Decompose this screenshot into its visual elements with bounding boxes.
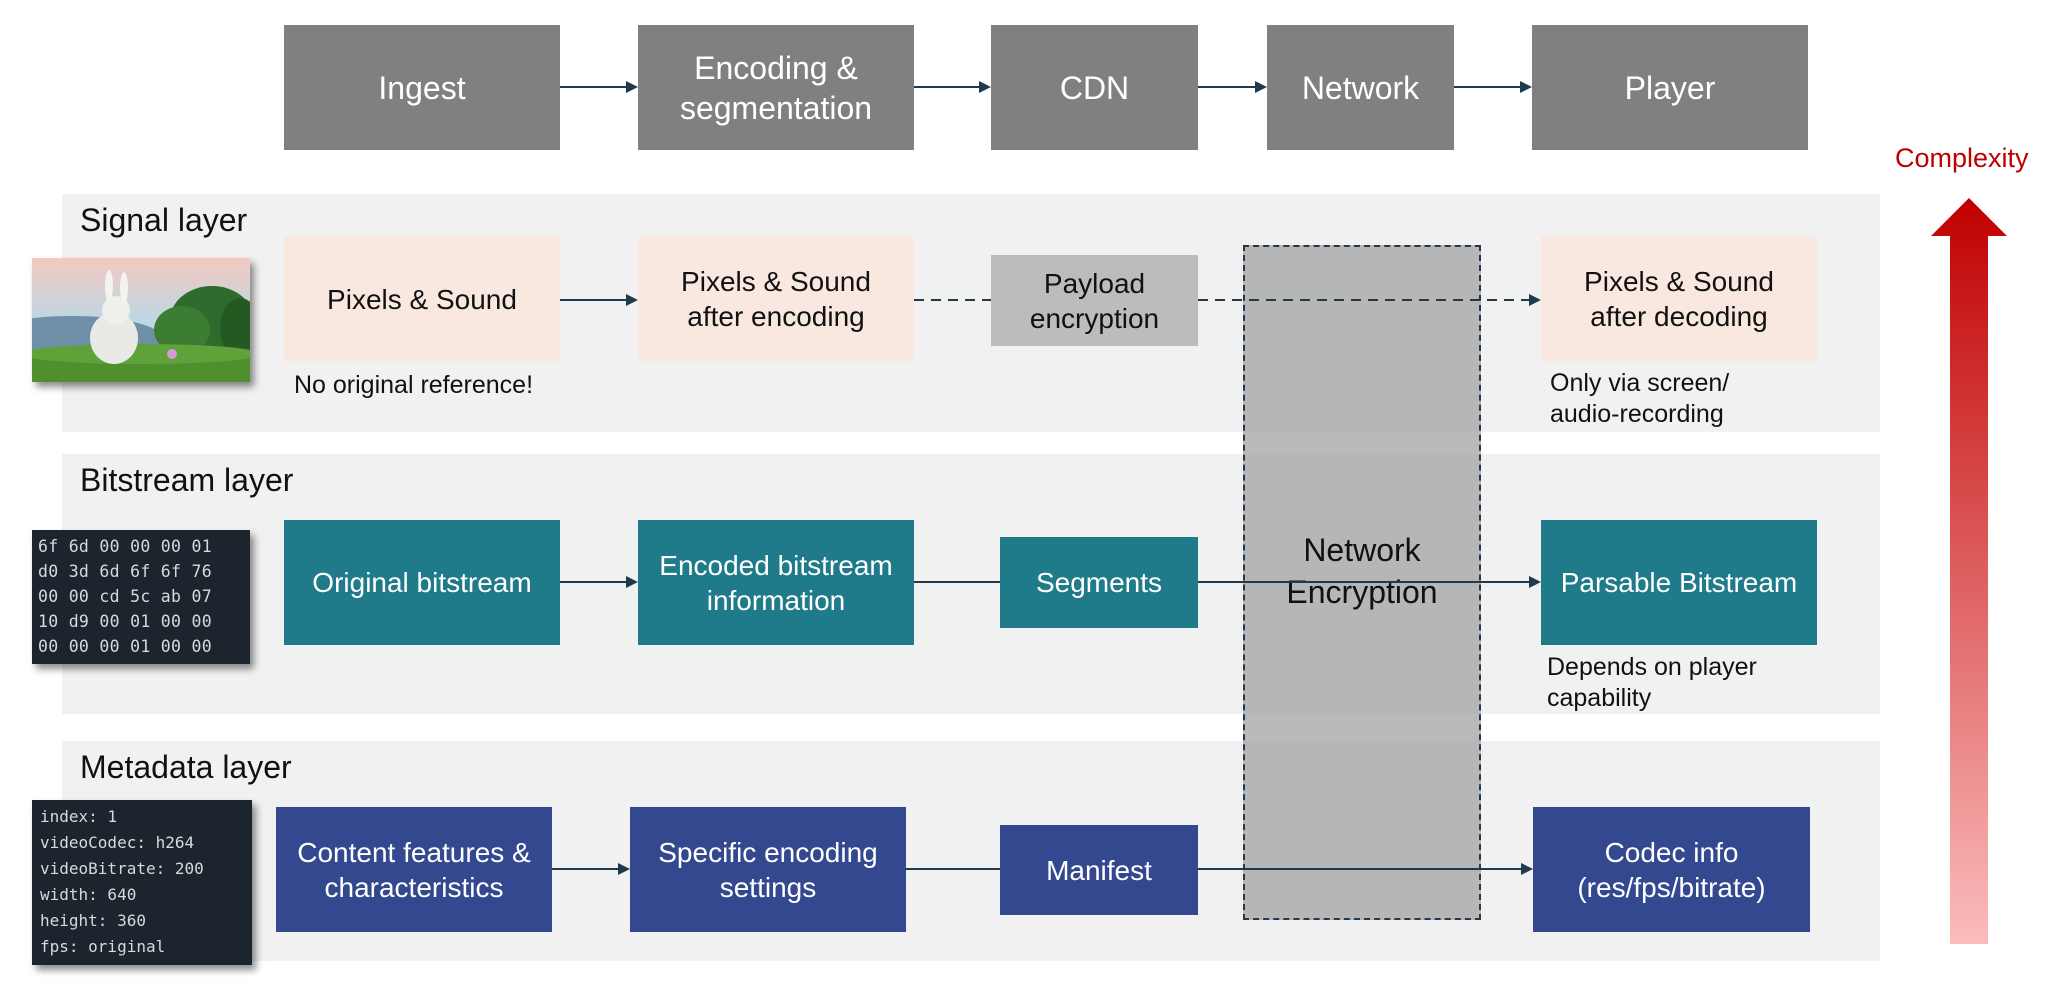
segments-box: Segments xyxy=(1000,537,1198,628)
metadata-row: fps: original xyxy=(40,937,166,956)
codec-info-box: Codec info (res/fps/bitrate) xyxy=(1533,807,1810,932)
encoded-bitstream-information-box: Encoded bitstream information xyxy=(638,520,914,645)
hex-row: d0 3d 6d 6f 6f 76 xyxy=(38,562,212,581)
screen-recording-note: Only via screen/ audio-recording xyxy=(1550,369,1730,429)
video-thumbnail-image xyxy=(32,258,250,382)
hex-dump-panel: 6f 6d 00 00 00 01 d0 3d 6d 6f 6f 76 00 0… xyxy=(32,530,250,664)
network-encryption-label: Network Encryption xyxy=(1286,531,1438,610)
specific-encoding-settings-box: Specific encoding settings xyxy=(630,807,906,932)
stage-network: Network xyxy=(1267,25,1454,150)
signal-layer-title: Signal layer xyxy=(80,202,248,238)
parsable-bitstream-box: Parsable Bitstream xyxy=(1541,520,1817,645)
metadata-row: index: 1 xyxy=(40,807,118,826)
manifest-box: Manifest xyxy=(1000,825,1198,915)
pixels-sound-after-decoding-box: Pixels & Sound after decoding xyxy=(1541,237,1817,361)
content-features-box: Content features & characteristics xyxy=(276,807,552,932)
stage-cdn: CDN xyxy=(991,25,1198,150)
metadata-row: height: 360 xyxy=(40,911,146,930)
metadata-row: width: 640 xyxy=(40,885,137,904)
player-capability-note: Depends on player capability xyxy=(1547,653,1757,713)
complexity-label: Complexity xyxy=(1895,143,2029,173)
hex-row: 00 00 cd 5c ab 07 xyxy=(38,587,212,606)
complexity-arrow xyxy=(1931,198,2007,944)
hex-row: 10 d9 00 01 00 00 xyxy=(38,612,212,631)
stage-player: Player xyxy=(1532,25,1808,150)
no-original-reference-note: No original reference! xyxy=(294,371,534,399)
hex-row: 00 00 00 01 00 00 xyxy=(38,637,212,656)
stage-ingest: Ingest xyxy=(284,25,560,150)
metadata-layer-title: Metadata layer xyxy=(80,749,292,785)
pixels-sound-after-encoding-box: Pixels & Sound after encoding xyxy=(638,237,914,361)
metadata-json-panel: index: 1 videoCodec: h264 videoBitrate: … xyxy=(32,800,252,965)
hex-row: 6f 6d 00 00 00 01 xyxy=(38,537,212,556)
metadata-row: videoBitrate: 200 xyxy=(40,859,204,878)
stage-encoding-segmentation: Encoding & segmentation xyxy=(638,25,914,150)
metadata-row: videoCodec: h264 xyxy=(40,833,195,852)
pixels-sound-box: Pixels & Sound xyxy=(284,237,560,361)
bitstream-layer-title: Bitstream layer xyxy=(80,462,294,498)
original-bitstream-box: Original bitstream xyxy=(284,520,560,645)
payload-encryption-box: Payload encryption xyxy=(991,255,1198,346)
